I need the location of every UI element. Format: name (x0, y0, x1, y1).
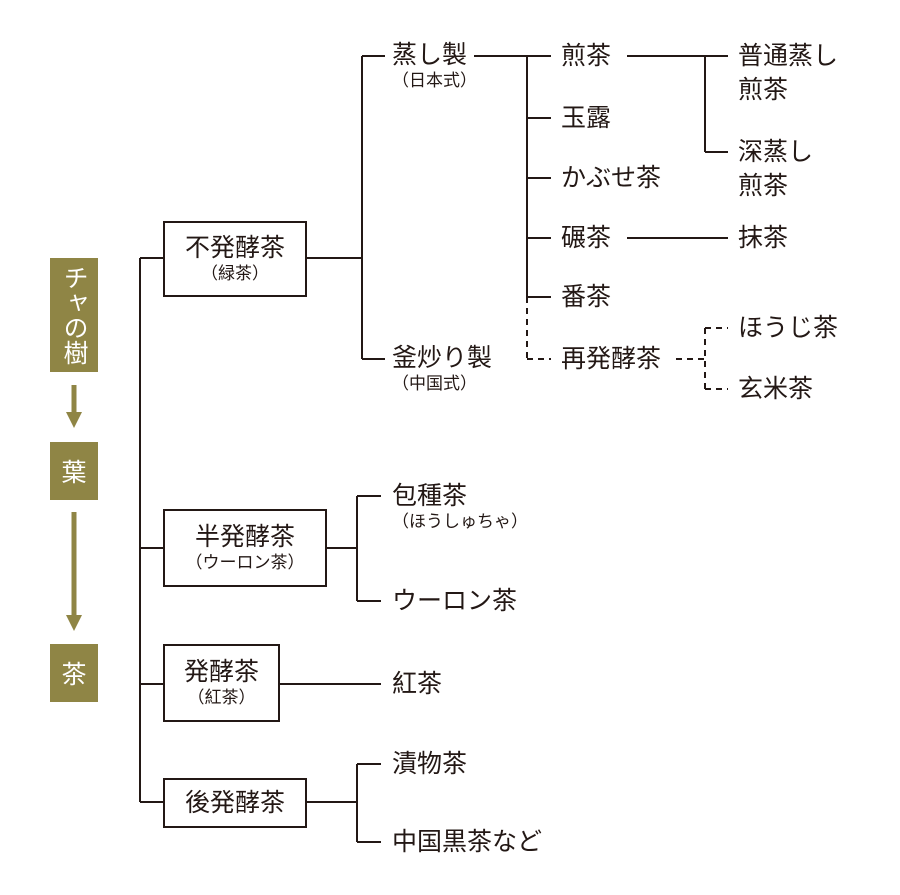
tea-sub: （ほうしゅちゃ） (392, 512, 528, 532)
method-sub: （中国式） (392, 374, 477, 394)
sencha-normal-steamed: 普通蒸し 煎茶 (738, 41, 838, 105)
tea-black: 紅茶 (392, 669, 443, 698)
leaf-label: 葉 (61, 458, 87, 487)
sencha-type-line1: 普通蒸し (738, 41, 839, 70)
tea-plant-box: チャの樹 (50, 258, 98, 372)
tea-hojicha: ほうじ茶 (738, 313, 839, 342)
dashed-refermented-lines (526, 297, 728, 390)
category-fermented: 発酵茶 （紅茶） (163, 644, 280, 722)
sencha-type-line1: 深蒸し (738, 137, 814, 166)
sencha-type-line2: 煎茶 (738, 171, 789, 200)
category-semi-fermented: 半発酵茶 （ウーロン茶） (163, 509, 327, 587)
category-unfermented: 不発酵茶 （緑茶） (163, 221, 307, 297)
tea-oolong: ウーロン茶 (392, 586, 518, 615)
arrowhead-tree-to-leaf (66, 412, 82, 428)
tea-refermented: 再発酵茶 (561, 344, 662, 373)
category-sub: （ウーロン茶） (185, 553, 305, 573)
leaf-box: 葉 (50, 442, 98, 500)
tea-label: 茶 (61, 660, 87, 689)
tea-matcha: 抹茶 (738, 223, 789, 252)
method-steamed: 蒸し製 （日本式） (392, 40, 477, 92)
sencha-type-line2: 煎茶 (738, 75, 789, 104)
tea-tencha: 碾茶 (561, 223, 612, 252)
category-post-fermented: 後発酵茶 (163, 778, 307, 828)
tea-genmaicha: 玄米茶 (738, 374, 814, 403)
method-label: 釜炒り製 (392, 343, 493, 372)
category-sub: （紅茶） (187, 688, 256, 708)
method-pan-fired: 釜炒り製 （中国式） (392, 343, 492, 395)
method-sub: （日本式） (392, 71, 477, 91)
arrowhead-leaf-to-tea (66, 615, 82, 631)
tea-sencha: 煎茶 (561, 41, 612, 70)
tea-pickled: 漬物茶 (392, 749, 468, 778)
tea-baozhong: 包種茶 （ほうしゅちゃ） (392, 481, 528, 533)
tea-chinese-dark: 中国黒茶など (392, 827, 543, 856)
category-label: 不発酵茶 (184, 233, 285, 262)
tea-plant-label: チャの樹 (60, 265, 89, 365)
tea-kabusecha: かぶせ茶 (561, 163, 662, 192)
category-label: 後発酵茶 (184, 788, 285, 817)
method-label: 蒸し製 (392, 40, 468, 69)
tea-bancha: 番茶 (561, 282, 612, 311)
category-label: 発酵茶 (183, 657, 259, 686)
category-sub: （緑茶） (201, 264, 269, 284)
category-label: 半発酵茶 (194, 522, 295, 551)
sencha-deep-steamed: 深蒸し 煎茶 (738, 137, 813, 201)
tea-label: 包種茶 (392, 481, 468, 510)
tea-box: 茶 (50, 644, 98, 702)
tea-gyokuro: 玉露 (561, 103, 612, 132)
